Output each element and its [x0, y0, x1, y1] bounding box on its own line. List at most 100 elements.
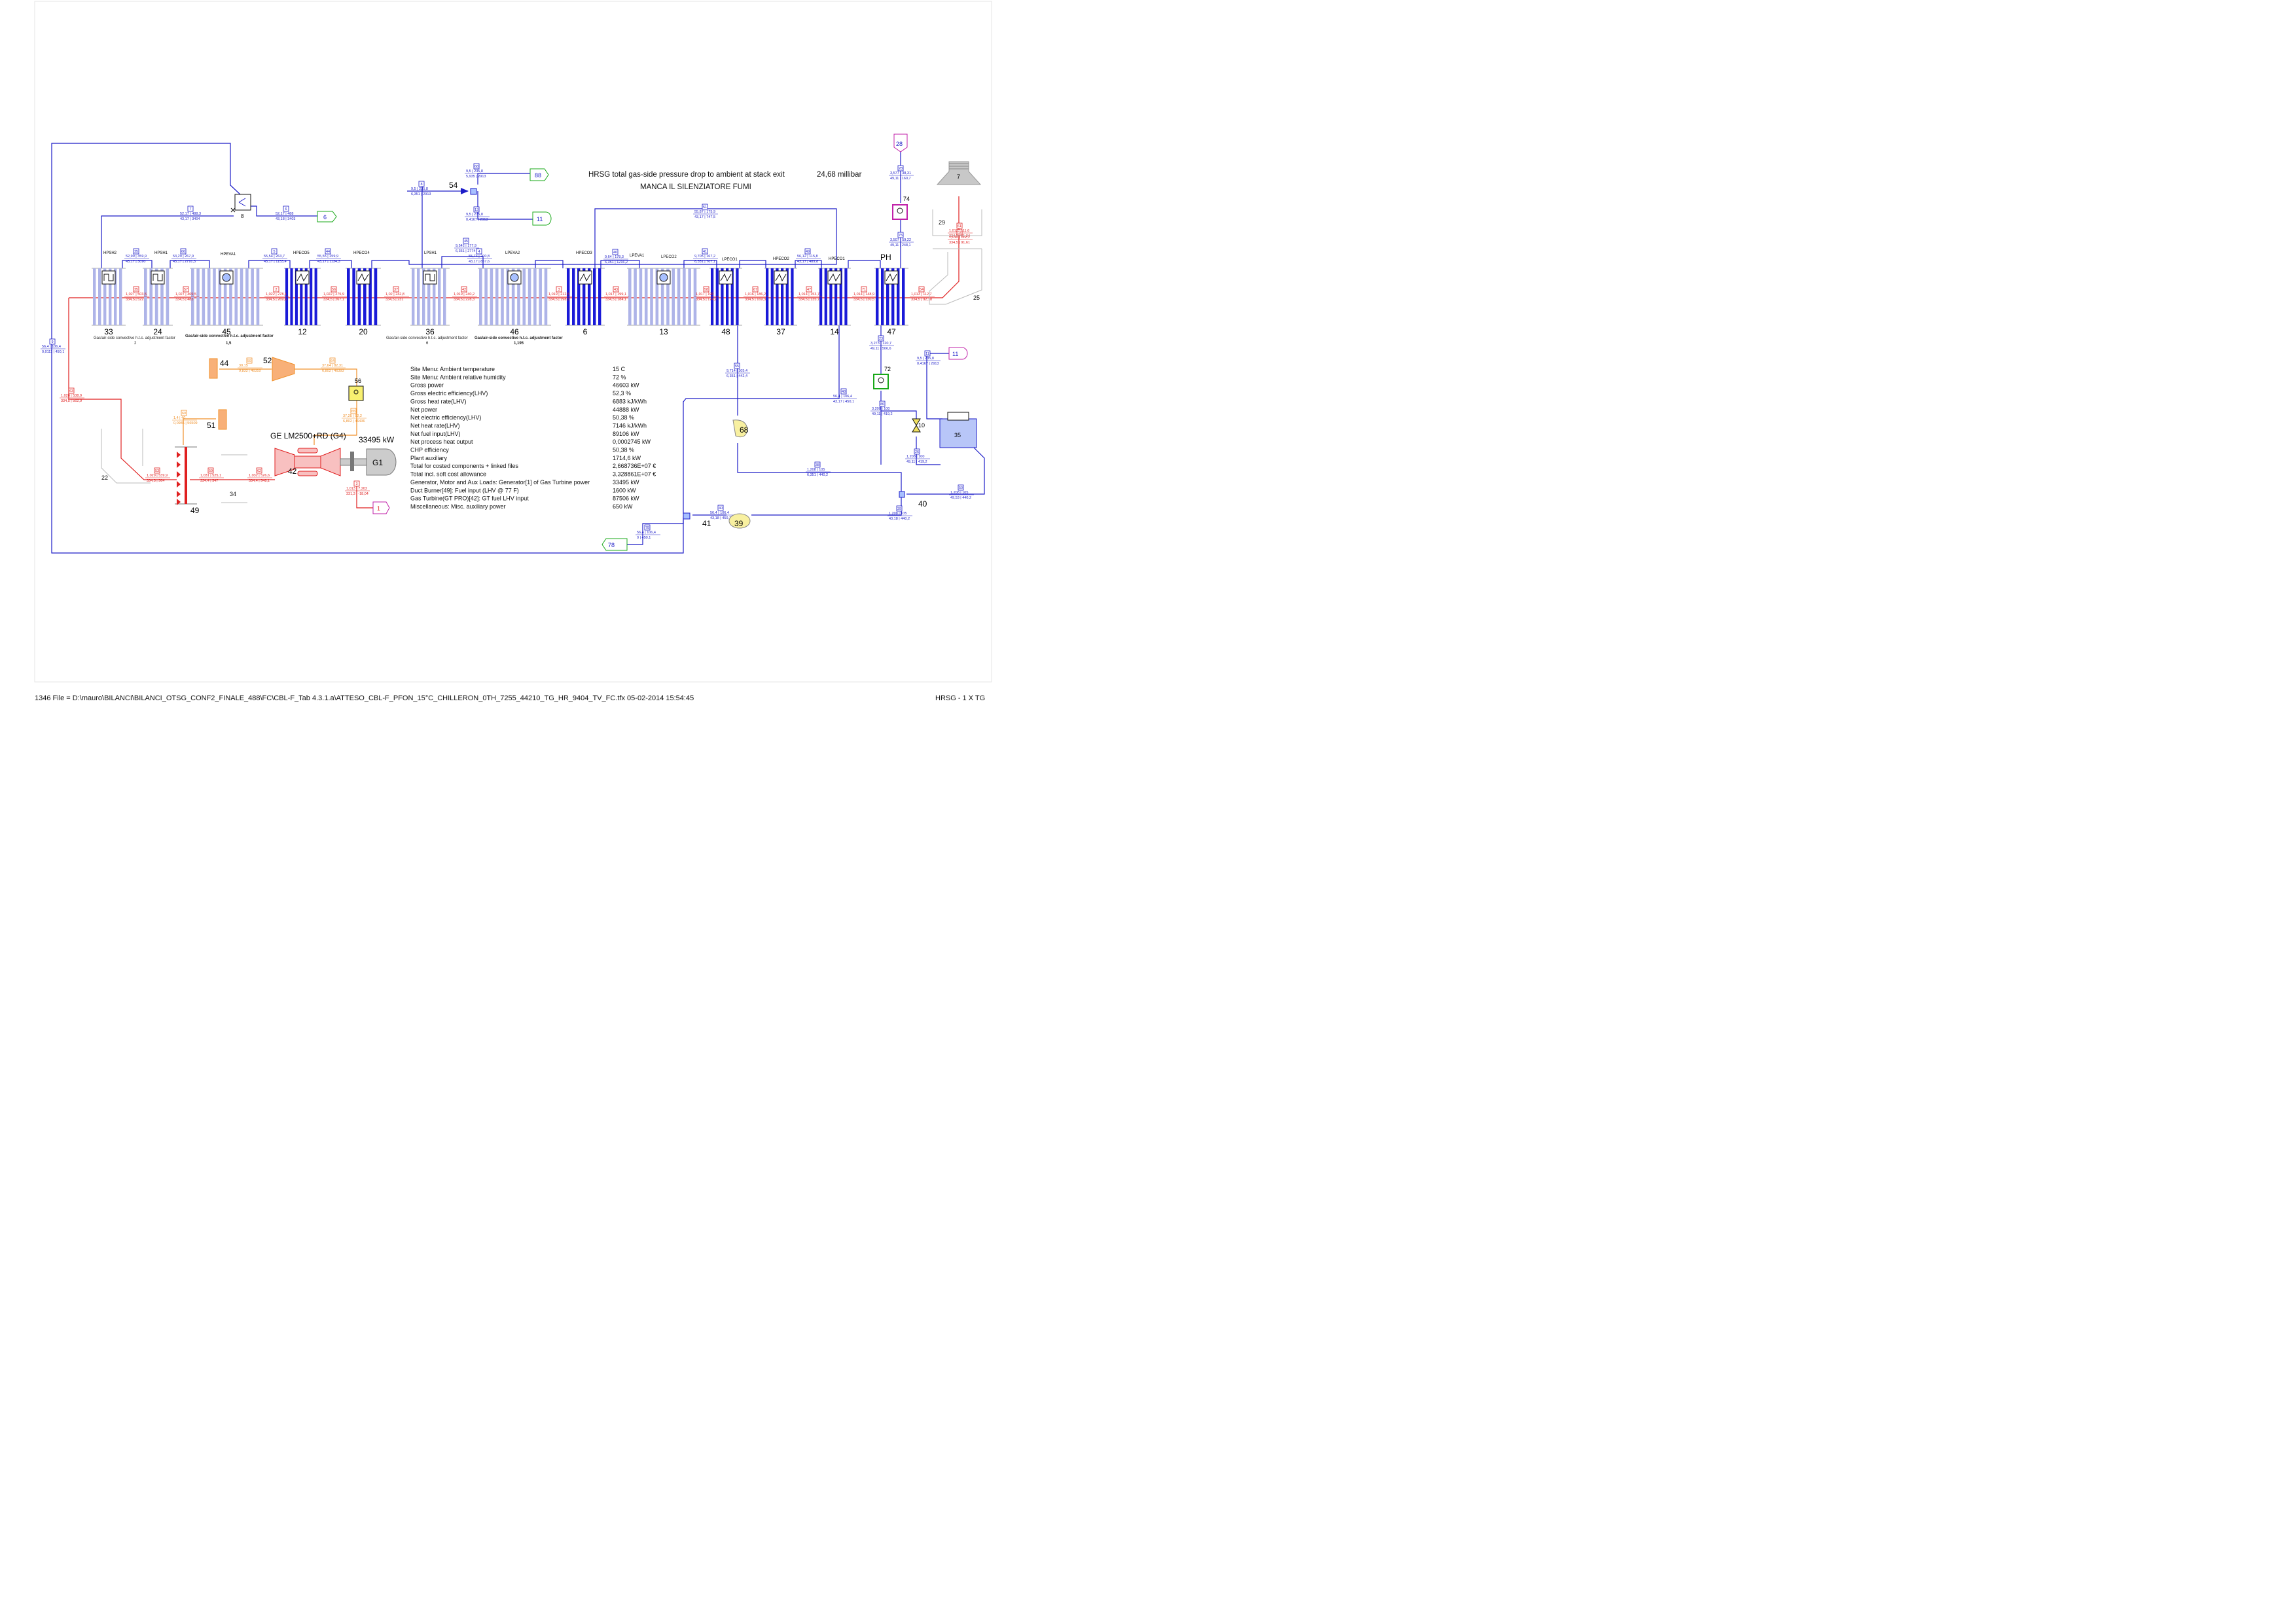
- pump-74: 74: [892, 196, 910, 220]
- stream-values-bottom: 6,802 | 46436: [343, 419, 365, 423]
- stream-values-bottom: 334,5 | 522: [126, 298, 143, 302]
- tube: [791, 268, 794, 325]
- connector-11-right[interactable]: 11: [948, 347, 968, 360]
- pump-72: 72: [873, 366, 891, 389]
- stream-id: 47: [807, 288, 811, 292]
- stream-id: 63: [69, 389, 73, 393]
- hx-label: LPSH1: [424, 251, 437, 255]
- svg-text:28: 28: [896, 141, 903, 147]
- stream-values-top: 3,507 | 59,22: [890, 238, 911, 242]
- hx-id: 6: [583, 327, 588, 336]
- stream-values-bottom: 334,4 | 547: [200, 479, 218, 483]
- valve-10: 10: [912, 418, 925, 433]
- tube: [484, 268, 488, 325]
- tube: [891, 268, 895, 325]
- stream-id: 57: [184, 288, 188, 292]
- connector-78[interactable]: 78: [601, 538, 628, 551]
- tube: [881, 268, 884, 325]
- stream-values-bottom: 43,17 | 1153,4: [264, 260, 287, 264]
- stream-values-bottom: 6,351 | 440,2: [807, 473, 828, 477]
- stream-id: 52: [958, 231, 961, 235]
- stream-values-bottom: 49,11 | 506,6: [870, 347, 891, 351]
- connector-1[interactable]: 1: [372, 501, 390, 514]
- stream-values-bottom: 0,0111 | 450,1: [42, 350, 64, 354]
- stream-id: 37: [394, 288, 398, 292]
- stream-values-top: 1,022 | 278,1: [266, 293, 287, 296]
- lpeco2-label: LPECO2: [661, 255, 677, 259]
- connector-6[interactable]: 6: [317, 211, 337, 223]
- inlet-duct-22: 22: [101, 429, 151, 484]
- tube: [438, 268, 441, 325]
- tube: [256, 268, 260, 325]
- stream-id: 23: [879, 337, 883, 341]
- stream-values-bottom: 43,17 | 747,5: [694, 215, 715, 219]
- summary-value: 52,3 %: [613, 390, 631, 397]
- stream-values-bottom: 334,5 | 91,61: [949, 241, 970, 245]
- page-frame: [34, 1, 992, 683]
- stream-values-top: 9,5 | 235,8: [466, 169, 483, 173]
- hx-id: 13: [659, 327, 668, 336]
- connector-28[interactable]: 28: [893, 134, 908, 152]
- svg-text:78: 78: [608, 542, 615, 548]
- stream-values-bottom: 334,5 | 267,1: [323, 298, 344, 302]
- tube: [819, 268, 823, 325]
- tube: [245, 268, 249, 325]
- summary-row: Net fuel input(LHV)89106 kW: [410, 431, 639, 437]
- stream-values-top: 1,031 | 525,1: [200, 474, 221, 478]
- stream-values-top: 52,99 | 359,9: [126, 255, 147, 259]
- water-stream-9: 956,4 | 106,40,0111 | 450,1: [41, 338, 65, 354]
- hx-label: PH: [880, 253, 891, 262]
- tube: [639, 268, 643, 325]
- svg-text:35: 35: [954, 432, 961, 438]
- summary-label: Duct Burner[49]: Fuel input (LHV @ 77 F): [410, 487, 519, 493]
- stream-id: 61: [958, 224, 961, 228]
- tube: [655, 268, 659, 325]
- stream-values-bottom: 0,4167 | 2913: [466, 218, 488, 222]
- stream-values-bottom: 6,802 | 46393: [322, 369, 344, 373]
- tube: [314, 268, 317, 325]
- hx-label: HPECO4: [353, 251, 370, 255]
- stream-id: 11: [925, 352, 929, 356]
- stream-values-top: 1,019 | 212,5: [548, 293, 569, 296]
- stream-values-bottom: 334,5 | 92,18: [911, 298, 932, 302]
- summary-label: Total incl. soft cost allowance: [410, 471, 486, 478]
- stream-id: 59: [247, 359, 251, 363]
- stream-values-top: 3,208 | 100: [872, 407, 889, 411]
- tube: [844, 268, 848, 325]
- summary-label: Net heat rate(LHV): [410, 422, 460, 429]
- summary-value: 46603 kW: [613, 382, 639, 389]
- htc-label-46: Gas/air-side convective h.t.c. adjustmen…: [475, 336, 563, 340]
- stream-values-bottom: 6,351 | 2913: [411, 192, 431, 196]
- stream-values-bottom: 43,18 | 450,1: [710, 516, 731, 520]
- stream-id: 65: [351, 410, 355, 414]
- tube: [495, 268, 499, 325]
- stream-values-bottom: 334,5 | 198,5: [548, 298, 569, 302]
- stream-values-top: 55,55 | 259,9: [317, 255, 338, 259]
- stream-id: 9: [51, 340, 53, 344]
- connector-11-top[interactable]: 11: [532, 211, 552, 226]
- stream-values-bottom: 43,17 | 489,8: [797, 260, 818, 264]
- tube: [730, 268, 734, 325]
- connector-88[interactable]: 88: [529, 168, 549, 181]
- summary-value: 1714,6 kW: [613, 455, 641, 461]
